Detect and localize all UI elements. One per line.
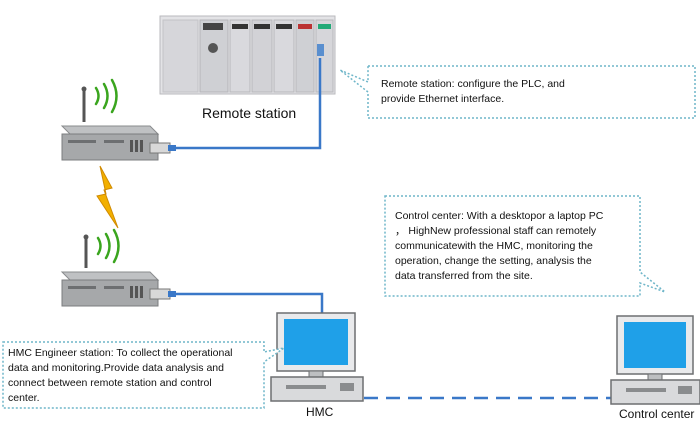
remote-station-label: Remote station [202, 105, 297, 121]
radio-waves-icon [94, 78, 118, 114]
control-center-callout-text: Control center: With a desktopor a lapto… [395, 209, 603, 284]
callout-line: data transferred from the site. [395, 270, 533, 282]
radio-waves-icon [96, 228, 120, 264]
hmc-wireless-router [60, 234, 176, 307]
remote-station-callout-box [339, 65, 696, 119]
callout-line: data and monitoring.Provide data analysi… [8, 362, 224, 374]
hmc-ethernet-cable [175, 292, 324, 318]
control-center-callout-box [384, 195, 666, 297]
callout-line: ， HighNew professional staff can remotel… [395, 225, 597, 237]
remote-ethernet-cable [175, 58, 322, 150]
hmc-engineer-callout-box [2, 341, 285, 409]
callout-line: HMC Engineer station: To collect the ope… [8, 347, 233, 359]
callout-line: provide Ethernet interface. [381, 93, 505, 105]
remote-station-callout-text: Remote station: configure the PLC, and p… [381, 77, 565, 107]
callout-line: operation, change the setting, analysis … [395, 255, 592, 267]
callout-line: communicatewith the HMC, monitoring the [395, 240, 593, 252]
callout-line: Control center: With a desktopor a lapto… [395, 210, 604, 222]
callout-line: connect between remote station and contr… [8, 377, 212, 389]
hmc-computer-icon [270, 312, 364, 402]
control-center-label: Control center [619, 407, 695, 421]
hmc-engineer-callout-text: HMC Engineer station: To collect the ope… [8, 346, 233, 406]
hmc-label: HMC [306, 405, 334, 419]
callout-line: Remote station: configure the PLC, and [381, 78, 565, 90]
callout-line: center. [8, 392, 40, 404]
control-center-computer-icon [610, 315, 700, 405]
wireless-link-lightning-icon [96, 165, 119, 229]
remote-wireless-router [60, 86, 176, 161]
plc-rack [159, 15, 336, 95]
